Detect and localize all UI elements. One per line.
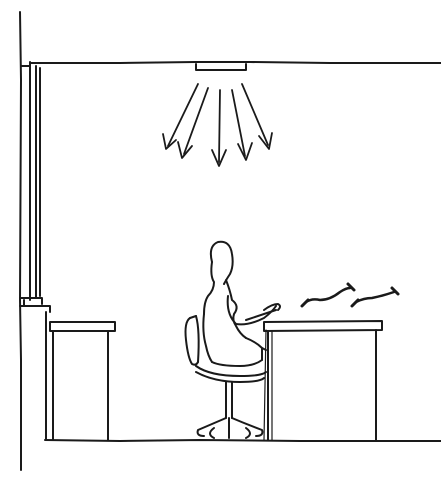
wall-outline <box>20 12 21 470</box>
desk <box>264 321 382 440</box>
light-ray <box>163 84 198 149</box>
ceiling-light-fixture <box>196 64 246 70</box>
paper <box>302 284 354 306</box>
low-cabinet <box>46 312 115 440</box>
light-ray <box>242 84 272 149</box>
ceiling-line <box>30 62 441 63</box>
light-rays <box>163 84 272 166</box>
office-chair <box>186 316 267 438</box>
paper <box>352 288 398 306</box>
floating-papers <box>302 284 398 306</box>
floor-line <box>45 440 441 441</box>
light-ray <box>178 88 208 158</box>
light-ray <box>212 90 226 166</box>
window-frame <box>20 62 50 312</box>
